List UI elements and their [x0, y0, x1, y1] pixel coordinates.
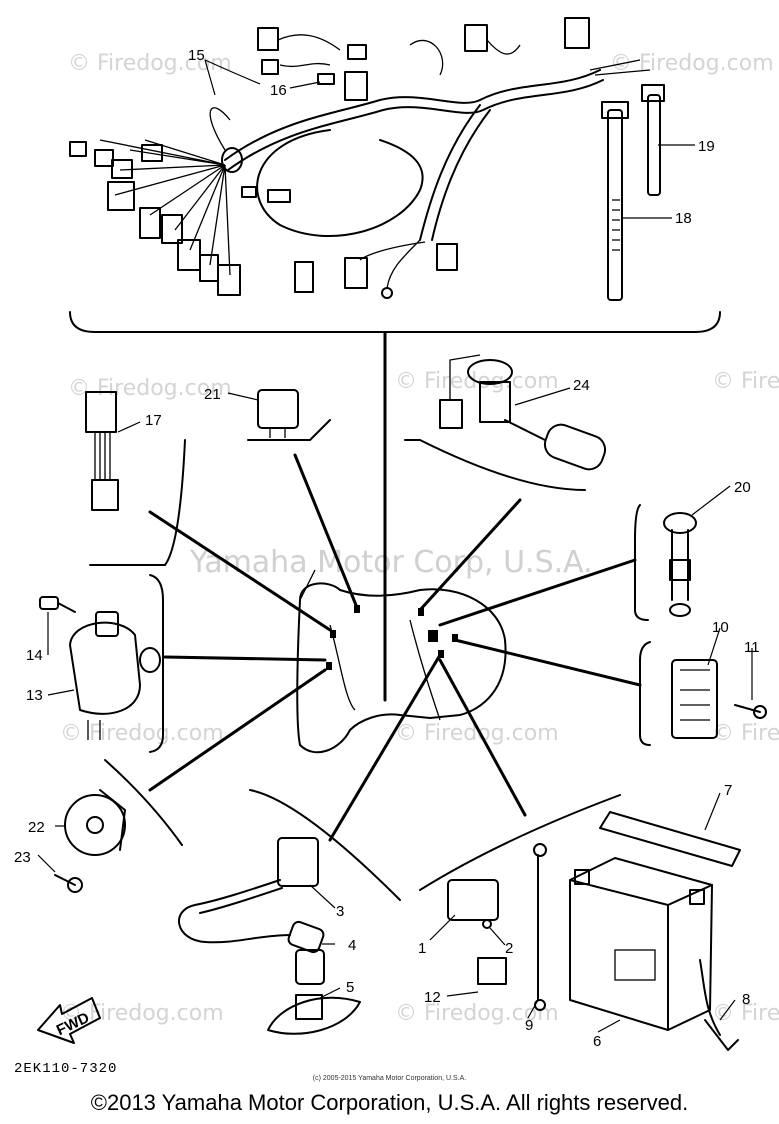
watermark: © Firedog.com [712, 721, 779, 746]
watermark: © Firedog.com [60, 721, 224, 746]
sub-lead-17 [85, 391, 119, 511]
connector [257, 27, 279, 51]
group-bracket [104, 759, 183, 846]
fuel-sender-24 [439, 354, 607, 471]
group-bracket [404, 439, 586, 491]
label-24: 24 [573, 377, 590, 394]
label-20: 20 [734, 479, 751, 496]
fuse [317, 73, 335, 85]
small-copyright: (c) 2005-2015 Yamaha Motor Corporation, … [312, 1075, 467, 1082]
group-bracket [249, 789, 401, 901]
watermark: © Firedog.com [395, 1001, 559, 1026]
part-labels: 15 16 19 18 17 21 24 20 10 11 14 13 22 2… [14, 47, 760, 1050]
connector [69, 141, 87, 157]
label-13: 13 [26, 687, 43, 704]
label-1: 1 [418, 940, 426, 957]
label-23: 23 [14, 849, 31, 866]
connector [294, 261, 314, 293]
label-3: 3 [336, 903, 344, 920]
label-8: 8 [742, 991, 750, 1008]
label-11: 11 [744, 639, 760, 656]
main-switch-13 [39, 596, 161, 740]
label-4: 4 [348, 937, 356, 954]
group-bracket [247, 419, 331, 441]
group-bracket [639, 641, 651, 746]
connector [464, 24, 488, 52]
connector [177, 239, 201, 271]
label-10: 10 [712, 619, 729, 636]
group-bracket [419, 794, 621, 891]
label-15: 15 [188, 47, 205, 64]
cable-tie-head [601, 101, 629, 119]
group-bracket [634, 504, 649, 621]
horn-22 [54, 789, 126, 893]
ignition-coil-3 [178, 837, 361, 1035]
connector [161, 214, 183, 244]
label-14: 14 [26, 647, 43, 664]
connector [85, 391, 117, 433]
label-9: 9 [525, 1017, 533, 1034]
copyright-notice: ©2013 Yamaha Motor Corporation, U.S.A. A… [90, 1090, 689, 1115]
label-6: 6 [593, 1033, 601, 1050]
connector [107, 181, 135, 211]
label-18: 18 [675, 210, 692, 227]
label-16: 16 [270, 82, 287, 99]
label-7: 7 [724, 782, 732, 799]
connector [141, 144, 163, 162]
connector [111, 159, 133, 179]
cable-tie-head [641, 84, 665, 102]
wire-harness-group [69, 17, 721, 702]
connector [91, 479, 119, 511]
regulator-10 [671, 659, 767, 739]
connector [94, 149, 114, 167]
connector [436, 243, 458, 271]
cable-tie-long [607, 109, 623, 301]
watermark: © Firedog.com [68, 376, 232, 401]
watermark: © Firedog.com [60, 1001, 224, 1026]
connector [261, 59, 279, 75]
label-19: 19 [698, 138, 715, 155]
connector [344, 257, 368, 289]
watermarks: © Firedog.com © Firedog.com © Firedog.co… [60, 51, 779, 1026]
relay-21 [257, 389, 299, 438]
watermark: © Firedog.com [610, 51, 774, 76]
watermark-large: Yamaha Motor Corp, U.S.A. [189, 545, 593, 580]
control-units [447, 843, 547, 1011]
harness-bracket [69, 311, 721, 333]
watermark: © Firedog.com [68, 51, 232, 76]
battery-6 [569, 811, 741, 1051]
label-leaders [37, 59, 753, 1033]
connector [139, 207, 161, 239]
watermark: © Firedog.com [712, 1001, 779, 1026]
assembly-leaders [89, 419, 651, 901]
drawing-reference-code: 2EK110-7320 [14, 1061, 118, 1077]
watermark: © Firedog.com [712, 369, 779, 394]
label-5: 5 [346, 979, 354, 996]
connector [344, 71, 368, 101]
label-21: 21 [204, 386, 221, 403]
label-12: 12 [424, 989, 441, 1006]
connector [347, 44, 367, 60]
harness-loop [256, 129, 424, 237]
group-bracket [149, 574, 164, 753]
label-17: 17 [145, 412, 162, 429]
label-22: 22 [28, 819, 45, 836]
group-bracket [89, 439, 186, 566]
label-2: 2 [505, 940, 513, 957]
connector [199, 254, 219, 282]
harness-trunk [224, 69, 601, 161]
gauge-unit-20 [663, 512, 697, 617]
connector [217, 264, 241, 296]
connector [564, 17, 590, 49]
